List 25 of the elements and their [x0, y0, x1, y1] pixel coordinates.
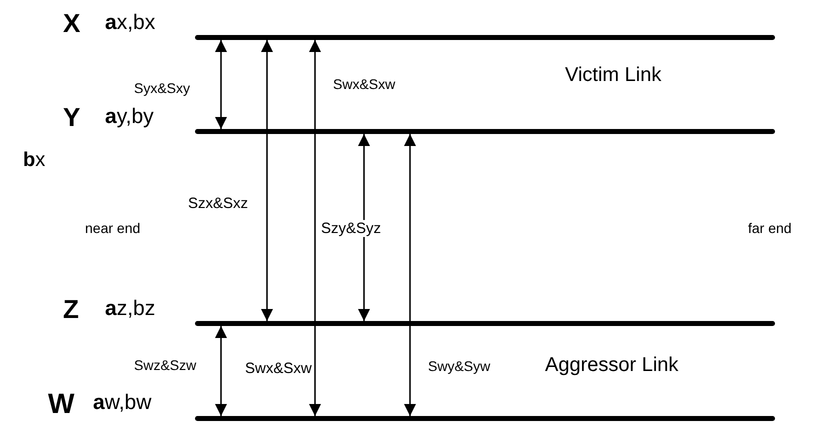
double-arrow — [261, 40, 273, 321]
line-letter: Z — [63, 296, 79, 322]
line-letter: X — [63, 10, 80, 36]
edge-label: Swy&Syw — [427, 358, 492, 374]
axis-label: bx — [23, 150, 46, 170]
line-letter: W — [48, 390, 74, 418]
coefficient-label: ax,bx — [105, 12, 156, 33]
end-label: near end — [85, 221, 140, 235]
coefficient-label: az,bz — [105, 298, 156, 319]
coefficient-label: ay,by — [105, 106, 154, 127]
coefficient-label: aw,bw — [93, 392, 152, 413]
edge-label: Syx&Sxy — [133, 80, 192, 96]
crosstalk-label: Swx&Sxw — [245, 361, 312, 376]
end-label: far end — [748, 221, 792, 235]
link-name: Aggressor Link — [545, 355, 678, 375]
link-name: Victim Link — [565, 65, 662, 85]
edge-label: Swz&Szw — [133, 357, 198, 373]
double-arrow — [309, 40, 321, 416]
double-arrow — [358, 134, 370, 321]
edge-label: Szy&Syz — [320, 220, 382, 237]
line-letter: Y — [63, 104, 80, 130]
double-arrow — [215, 326, 227, 416]
double-arrow — [404, 134, 416, 416]
double-arrow — [215, 40, 227, 129]
edge-label: Swx&Sxw — [332, 76, 396, 92]
